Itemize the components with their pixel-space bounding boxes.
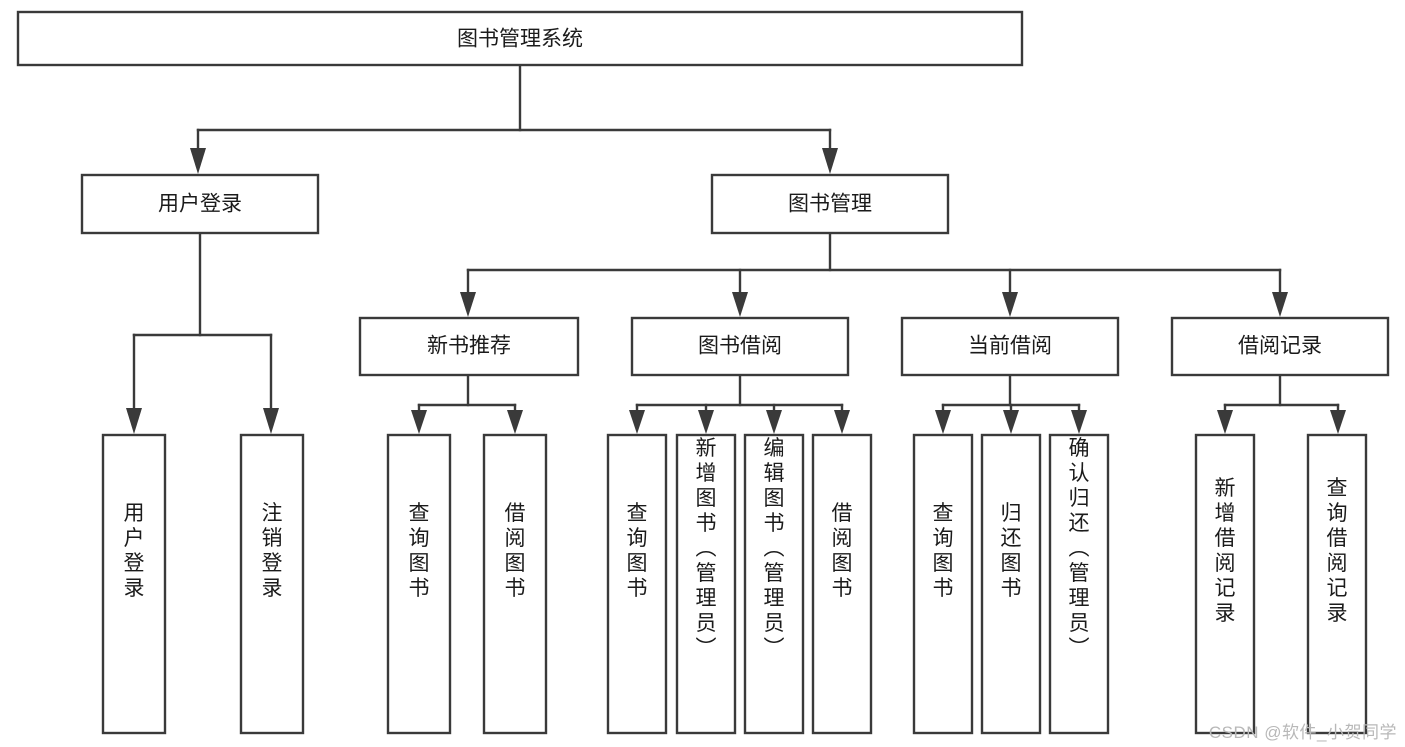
arrow-head-icon: [1003, 410, 1019, 434]
arrow-head-icon: [766, 410, 782, 434]
node-label: 用户登录: [158, 193, 242, 216]
connector-borrow-to-leaves: [629, 373, 850, 434]
connector-new-book-to-leaves: [411, 373, 523, 434]
node-box[interactable]: [80, 173, 320, 235]
leaf-node-query-book-current[interactable]: 查询图书: [912, 433, 974, 735]
node-book-borrowing[interactable]: 图书借阅: [630, 316, 850, 377]
node-box[interactable]: [16, 10, 1024, 67]
arrow-head-icon: [698, 410, 714, 434]
node-box[interactable]: [101, 433, 167, 735]
leaf-node-query-book-borrowing[interactable]: 查询图书: [606, 433, 668, 735]
node-label: 用户登录: [124, 502, 145, 600]
node-box[interactable]: [358, 316, 580, 377]
connector-book-mgmt-to-level2: [460, 231, 1288, 317]
node-new-book-recommendation[interactable]: 新书推荐: [358, 316, 580, 377]
leaf-node-logout[interactable]: 注销登录: [239, 433, 305, 735]
leaf-node-return-book[interactable]: 归还图书: [980, 433, 1042, 735]
arrow-head-icon: [190, 148, 206, 174]
node-box[interactable]: [912, 433, 974, 735]
node-box[interactable]: [675, 433, 737, 735]
connector-record-to-leaves: [1217, 373, 1346, 434]
node-label: 编辑图书︵管理员︶: [764, 437, 785, 660]
node-label: 新书推荐: [427, 335, 511, 358]
node-box[interactable]: [606, 433, 668, 735]
node-label: 当前借阅: [968, 335, 1052, 358]
node-label: 借阅图书: [505, 502, 526, 600]
node-label: 查询图书: [627, 502, 648, 600]
node-box[interactable]: [630, 316, 850, 377]
node-label: 查询图书: [409, 502, 430, 600]
node-box[interactable]: [1194, 433, 1256, 735]
leaf-node-query-book-newbook[interactable]: 查询图书: [386, 433, 452, 735]
node-box[interactable]: [239, 433, 305, 735]
node-label: 借阅记录: [1238, 335, 1322, 358]
node-label: 图书借阅: [698, 335, 782, 358]
node-label: 图书管理: [788, 193, 872, 216]
arrow-head-icon: [126, 408, 142, 434]
arrow-head-icon: [263, 408, 279, 434]
arrow-head-icon: [1330, 410, 1346, 434]
node-box[interactable]: [900, 316, 1120, 377]
leaf-node-query-borrowing-record[interactable]: 查询借阅记录: [1306, 433, 1368, 735]
node-box[interactable]: [1306, 433, 1368, 735]
connector-root-to-level1: [190, 63, 838, 174]
node-label: 确认归还︵管理员︶: [1069, 437, 1090, 660]
arrow-head-icon: [732, 292, 748, 317]
node-box[interactable]: [1048, 433, 1110, 735]
node-book-management[interactable]: 图书管理: [710, 173, 950, 235]
leaf-node-borrow-book-borrowing[interactable]: 借阅图书: [811, 433, 873, 735]
leaf-node-user-login[interactable]: 用户登录: [101, 433, 167, 735]
arrow-head-icon: [1272, 292, 1288, 317]
node-box[interactable]: [386, 433, 452, 735]
leaf-node-add-book-admin[interactable]: 新增图书︵管理员︶: [675, 433, 737, 735]
arrow-head-icon: [629, 410, 645, 434]
arrow-head-icon: [1217, 410, 1233, 434]
node-root-book-management-system[interactable]: 图书管理系统: [16, 10, 1024, 67]
arrow-head-icon: [822, 148, 838, 174]
node-label: 注销登录: [262, 502, 283, 600]
connector-current-to-leaves: [935, 373, 1087, 434]
leaf-node-edit-book-admin[interactable]: 编辑图书︵管理员︶: [743, 433, 805, 735]
node-box[interactable]: [980, 433, 1042, 735]
node-box[interactable]: [1170, 316, 1390, 377]
node-label: 新增借阅记录: [1215, 477, 1236, 625]
arrow-head-icon: [411, 410, 427, 434]
node-box[interactable]: [710, 173, 950, 235]
node-label: 查询图书: [933, 502, 954, 600]
leaf-node-borrow-book-newbook[interactable]: 借阅图书: [482, 433, 548, 735]
arrow-head-icon: [834, 410, 850, 434]
arrow-head-icon: [1002, 292, 1018, 317]
leaf-node-confirm-return-admin[interactable]: 确认归还︵管理员︶: [1048, 433, 1110, 735]
node-box[interactable]: [743, 433, 805, 735]
node-user-login[interactable]: 用户登录: [80, 173, 320, 235]
arrow-head-icon: [1071, 410, 1087, 434]
node-label: 图书管理系统: [457, 28, 583, 51]
node-label: 借阅图书: [832, 502, 853, 600]
node-current-borrowing[interactable]: 当前借阅: [900, 316, 1120, 377]
arrow-head-icon: [935, 410, 951, 434]
arrow-head-icon: [460, 292, 476, 317]
node-box[interactable]: [811, 433, 873, 735]
leaf-node-add-borrowing-record[interactable]: 新增借阅记录: [1194, 433, 1256, 735]
node-label: 归还图书: [1001, 502, 1022, 600]
node-borrowing-records[interactable]: 借阅记录: [1170, 316, 1390, 377]
arrow-head-icon: [507, 410, 523, 434]
node-label: 新增图书︵管理员︶: [696, 437, 717, 660]
connector-user-login-to-leaves: [126, 231, 279, 434]
node-label: 查询借阅记录: [1327, 477, 1348, 625]
node-box[interactable]: [482, 433, 548, 735]
